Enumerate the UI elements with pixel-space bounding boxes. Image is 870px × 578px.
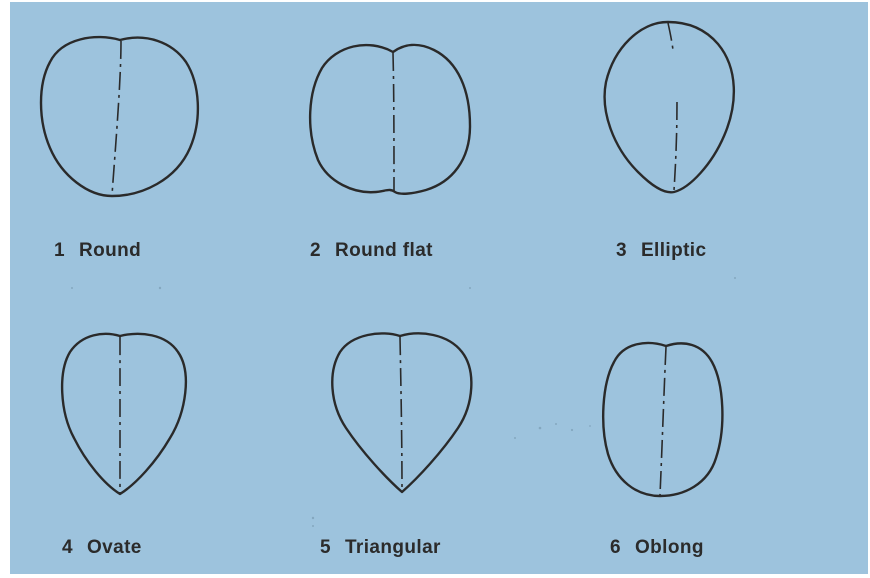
shape-4-label: 4 Ovate [62,537,142,559]
shape-5-suture [400,337,402,491]
shape-6-number: 6 [610,537,621,559]
shape-6-suture [660,347,666,495]
shape-1-label: 1 Round [54,240,141,262]
shape-3-number: 3 [616,240,627,262]
shape-4-number: 4 [62,537,73,559]
shape-6-oblong [603,343,722,496]
shape-2-label: 2 Round flat [310,240,433,262]
shape-2-number: 2 [310,240,321,262]
shape-1-round [41,37,198,196]
shape-5-label: 5 Triangular [320,537,441,559]
shape-4-outline [62,334,186,494]
shape-6-name: Oblong [635,537,704,558]
shape-4-ovate [62,334,186,494]
shape-3-suture [668,23,673,50]
shape-2-round-flat [310,45,470,194]
shape-3-elliptic [605,22,734,192]
shape-5-number: 5 [320,537,331,559]
shape-1-outline [41,37,198,196]
shape-3-label: 3 Elliptic [616,240,706,262]
shape-6-label: 6 Oblong [610,537,704,559]
shape-5-name: Triangular [345,537,441,558]
shape-3-suture-lower [674,102,677,190]
shape-2-outline [310,45,470,194]
shape-1-name: Round [79,240,141,261]
shape-2-suture [393,53,394,192]
shape-1-suture [112,41,121,195]
shape-5-triangular [332,333,471,492]
shape-3-name: Elliptic [641,240,707,261]
shape-2-name: Round flat [335,240,433,261]
shape-4-name: Ovate [87,537,142,558]
shape-1-number: 1 [54,240,65,262]
shape-3-outline [605,22,734,192]
